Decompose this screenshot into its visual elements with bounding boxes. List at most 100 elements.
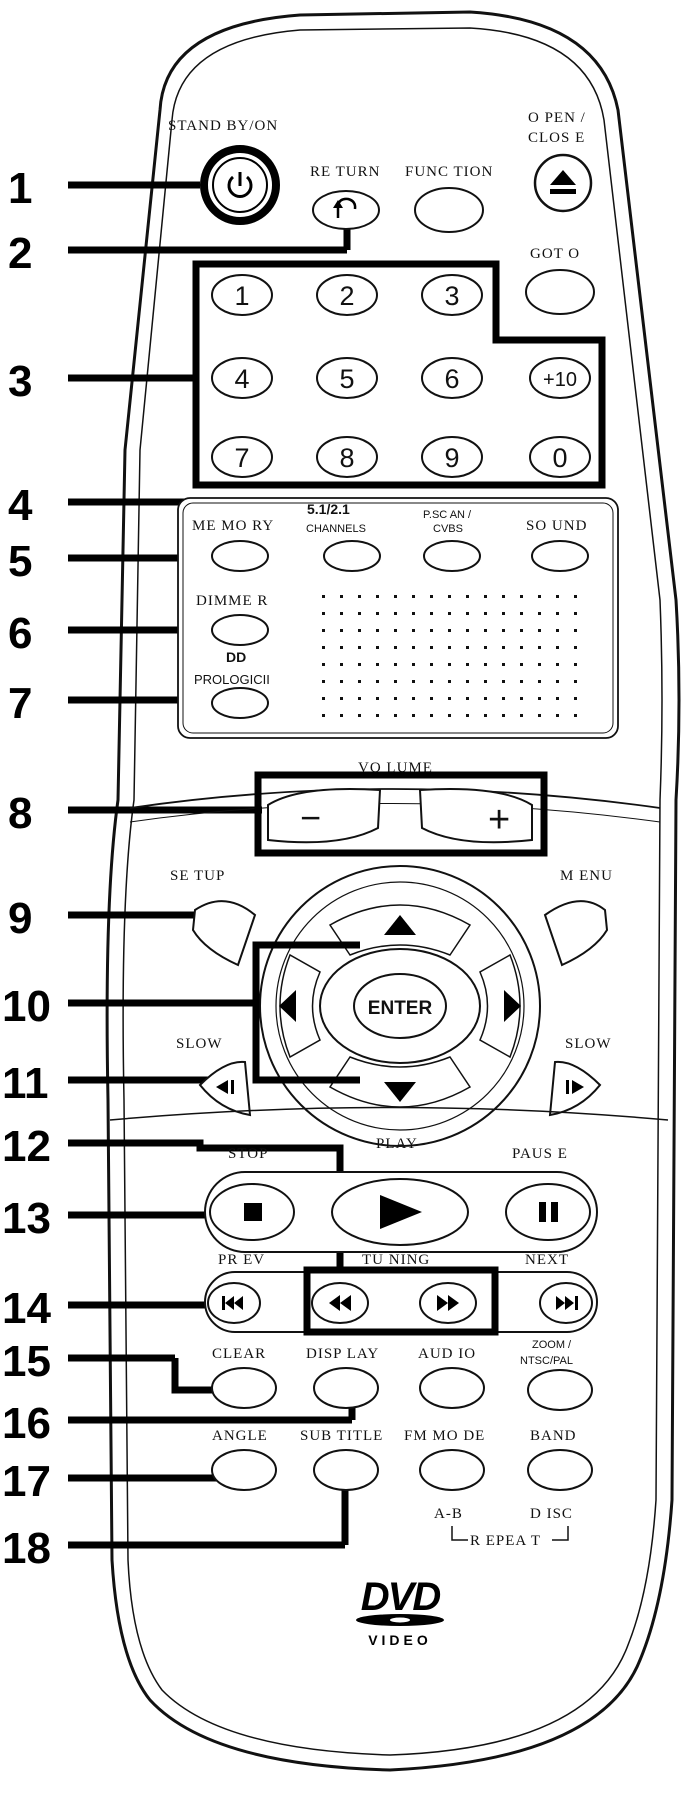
key-4[interactable]: 4: [211, 357, 273, 399]
key-6[interactable]: 6: [421, 357, 483, 399]
pscan-button[interactable]: [423, 540, 481, 572]
prologic-button[interactable]: [211, 687, 269, 719]
return-button[interactable]: [312, 190, 380, 230]
callout-1: 1: [8, 164, 32, 213]
fast-forward-icon: [437, 1295, 459, 1311]
angle-button[interactable]: [211, 1449, 277, 1491]
zoom-button[interactable]: [527, 1369, 593, 1411]
pause-button[interactable]: [505, 1183, 591, 1241]
subtitle-button[interactable]: [313, 1449, 379, 1491]
sound-button[interactable]: [531, 540, 589, 572]
grille-dot: [574, 646, 577, 649]
memory-button[interactable]: [211, 540, 269, 572]
grille-dot: [448, 697, 451, 700]
svg-text:6: 6: [444, 364, 459, 394]
grille-dot: [340, 612, 343, 615]
grille-dot: [466, 646, 469, 649]
setup-button[interactable]: [191, 900, 257, 967]
key-7[interactable]: 7: [211, 436, 273, 478]
grille-dot: [376, 629, 379, 632]
volume-highlight: [254, 771, 548, 857]
grille-dot: [556, 595, 559, 598]
number-pad-highlight: [192, 260, 606, 489]
goto-button[interactable]: [525, 269, 595, 315]
play-label: PLAY: [376, 1136, 418, 1152]
menu-label: M ENU: [560, 868, 613, 884]
svg-text:9: 9: [444, 443, 459, 473]
volume-up-button[interactable]: +: [418, 788, 533, 844]
slow-left-label: SLOW: [176, 1036, 223, 1052]
grille-dot: [538, 629, 541, 632]
next-label: NEXT: [525, 1252, 569, 1268]
standby-button[interactable]: [200, 145, 280, 225]
svg-text:+: +: [488, 799, 510, 841]
key-0[interactable]: 0: [529, 436, 591, 478]
fm-mode-button[interactable]: [419, 1449, 485, 1491]
band-button[interactable]: [527, 1449, 593, 1491]
callout-17: 17: [2, 1457, 51, 1506]
clear-button[interactable]: [211, 1367, 277, 1409]
key-9[interactable]: 9: [421, 436, 483, 478]
key-plus10[interactable]: +10: [529, 357, 591, 399]
channels-button[interactable]: [323, 540, 381, 572]
svg-text:8: 8: [339, 443, 354, 473]
callout-14: 14: [2, 1284, 51, 1333]
grille-dot: [538, 714, 541, 717]
audio-button[interactable]: [419, 1367, 485, 1409]
grille-dot: [556, 612, 559, 615]
grille-dot: [520, 714, 523, 717]
grille-dot: [520, 629, 523, 632]
dolby-logo: DD: [226, 649, 246, 665]
grille-dot: [520, 663, 523, 666]
dimmer-button[interactable]: [211, 614, 269, 646]
display-button[interactable]: [313, 1367, 379, 1409]
nav-right-button[interactable]: [479, 953, 521, 1059]
callout-2: 2: [8, 229, 32, 278]
stop-icon: [244, 1203, 262, 1221]
enter-button[interactable]: [353, 973, 447, 1039]
key-5[interactable]: 5: [316, 357, 378, 399]
audio-panel: [177, 497, 619, 739]
grille-dot: [448, 646, 451, 649]
nav-down-button[interactable]: [328, 1056, 472, 1108]
grille-dot: [376, 595, 379, 598]
grille-dot: [556, 714, 559, 717]
grille-dot: [322, 595, 325, 598]
volume-down-button[interactable]: −: [267, 788, 382, 844]
enter-label: ENTER: [368, 998, 433, 1019]
grille-dot: [484, 612, 487, 615]
callout-18: 18: [2, 1524, 51, 1573]
grille-dot: [358, 680, 361, 683]
grille-dot: [484, 629, 487, 632]
function-button[interactable]: [414, 187, 484, 233]
rewind-icon: [329, 1295, 351, 1311]
callout-9: 9: [8, 894, 32, 943]
grille-dot: [574, 595, 577, 598]
grille-dot: [358, 697, 361, 700]
grille-dot: [340, 697, 343, 700]
nav-left-button[interactable]: [279, 953, 321, 1059]
memory-label: ME MO RY: [192, 518, 274, 534]
key-1[interactable]: 1: [211, 274, 273, 316]
open-close-button[interactable]: [533, 153, 593, 213]
slow-forward-icon: [572, 1080, 584, 1094]
grille-dot: [412, 612, 415, 615]
function-label: FUNC TION: [405, 164, 493, 180]
grille-dot: [430, 697, 433, 700]
grille-dot: [376, 612, 379, 615]
grille-dot: [574, 663, 577, 666]
grille-dot: [394, 680, 397, 683]
key-3[interactable]: 3: [421, 274, 483, 316]
menu-button[interactable]: [543, 900, 609, 967]
callout-3: 3: [8, 357, 32, 406]
repeat-label: R EPEA T: [470, 1533, 541, 1549]
key-8[interactable]: 8: [316, 436, 378, 478]
callout-6: 6: [8, 609, 32, 658]
grille-dot: [430, 629, 433, 632]
grille-dot: [574, 629, 577, 632]
remote-body-inner-outline: [122, 27, 663, 1756]
grille-dot: [430, 680, 433, 683]
key-2[interactable]: 2: [316, 274, 378, 316]
grille-dot: [340, 714, 343, 717]
